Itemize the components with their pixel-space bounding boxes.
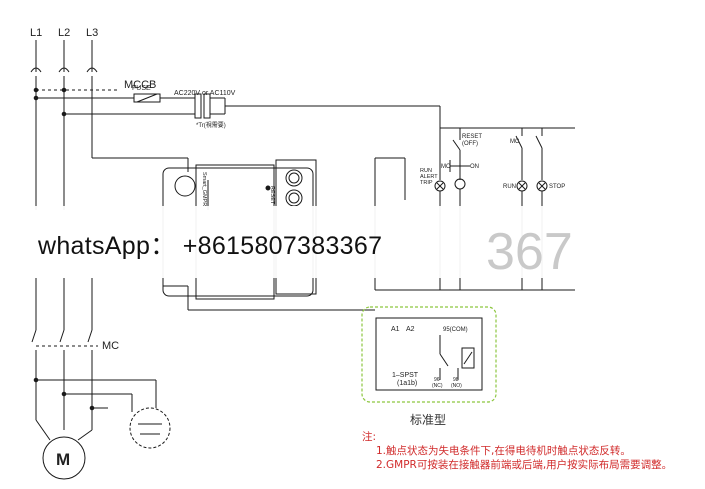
trip-state-label: TRIP (420, 180, 433, 186)
reset-sub-label: (OFF) (462, 141, 478, 147)
watermark-banner (0, 206, 705, 278)
mc-contact-label: MC (510, 139, 520, 145)
nc-label: (NC) (432, 383, 443, 389)
motor-label: M (56, 450, 70, 469)
phase-l3-label: L3 (86, 27, 98, 39)
mc-contacts-label: MC (102, 340, 119, 352)
coil-a2-label: A2 (406, 326, 415, 333)
phase-l1-label: L1 (30, 27, 42, 39)
fuse-label: FUSE (132, 85, 151, 92)
watermark-ghost-text: 367 (486, 223, 573, 281)
run-lamp-label: RUN (503, 184, 516, 190)
mc-small-label: MC (441, 164, 451, 170)
device-model-label: Smart_GMPR (201, 172, 207, 206)
com-label: 95(COM) (443, 327, 468, 333)
watermark-contact-text: whatsApp： +8615807383367 (38, 232, 383, 260)
spst-label: 1–SPST (392, 372, 419, 379)
nc-pin-label: 96 (434, 377, 440, 383)
reset-label: RESET (462, 134, 482, 140)
stop-lamp-label: STOP (549, 184, 565, 190)
on-label: ON (470, 164, 479, 170)
ac-supply-label: AC220V or AC110V (174, 90, 236, 97)
notes-heading: 注: (362, 431, 377, 443)
no-label: (NO) (451, 383, 462, 389)
no-pin-label: 98 (453, 377, 459, 383)
run-state-label: RUN (420, 168, 432, 174)
alert-state-label: ALERT (420, 174, 438, 180)
phase-l2-label: L2 (58, 27, 70, 39)
device-reset-label: RESET (269, 186, 275, 205)
spst-sub-label: (1a1b) (397, 380, 417, 387)
coil-a1-label: A1 (391, 326, 400, 333)
note-line-1: 1.触点状态为失电条件下,在得电待机时触点状态反转。 (376, 445, 631, 457)
standard-type-label: 标准型 (410, 413, 447, 427)
notes-block: 注: 1.触点状态为失电条件下,在得电待机时触点状态反转。 2.GMPR可按装在… (362, 430, 672, 472)
mccb-label: MCCB (124, 79, 156, 91)
note-line-2: 2.GMPR可按装在接触器前端或后端,用户按实际布局需要调整。 (376, 459, 673, 471)
transformer-note: *Tr(視需要) (196, 121, 226, 129)
